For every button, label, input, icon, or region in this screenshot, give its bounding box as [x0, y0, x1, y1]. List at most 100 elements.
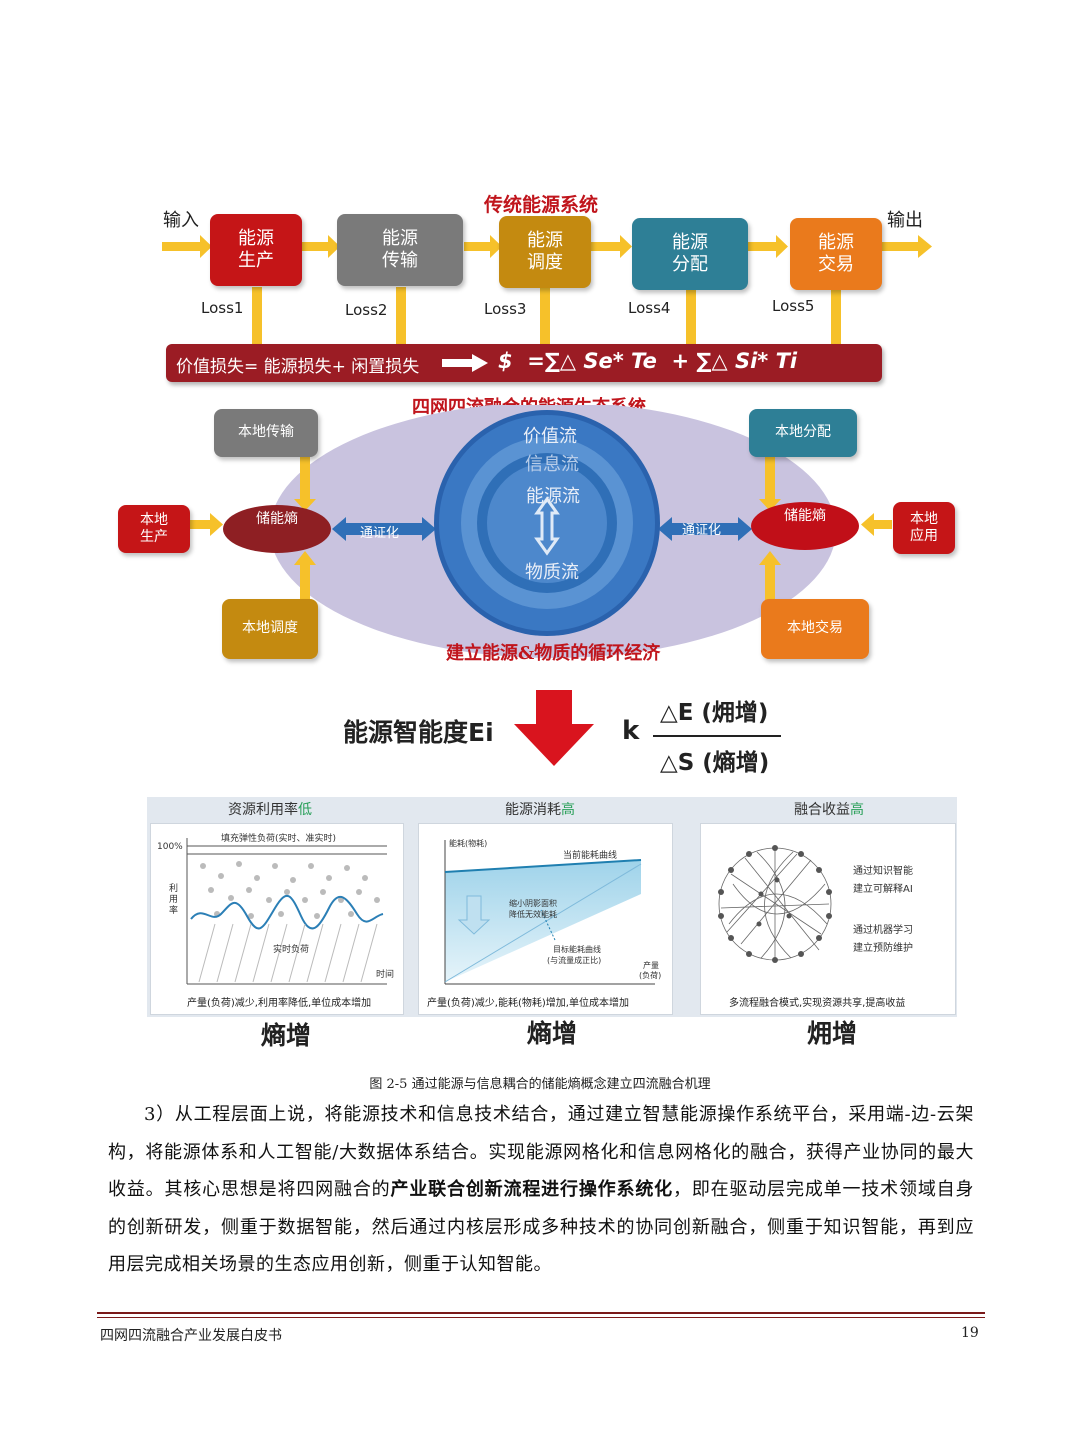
panel-1-footer: 产量(负荷)减少,利用率降低,单位成本增加 — [187, 998, 372, 1009]
elastic-load-label: 填充弹性负荷(实时、准实时) — [221, 834, 337, 844]
output-label: 输出 — [887, 210, 923, 231]
tokenize-right: 通证化 — [682, 523, 722, 538]
footer-rule-thin — [97, 1317, 985, 1318]
title-emphasis: 高 — [850, 802, 864, 818]
box-line-2: 交易 — [818, 254, 854, 275]
local-trade-box: 本地交易 — [761, 599, 869, 659]
title-main: 资源利用率 — [228, 802, 298, 818]
box-line-2: 调度 — [527, 252, 563, 273]
value-loss-formula: $ =∑△ Se* Te + ∑△ Si* Ti — [498, 349, 798, 373]
network-graphic — [718, 845, 832, 963]
utilization-axis-label: 利用率 — [169, 884, 179, 916]
fusion-panel: 通过知识智能 建立可解释AI 通过机器学习 建立预防维护 多流程融合模式,实现资… — [700, 823, 956, 1015]
utilization-chart — [186, 838, 387, 985]
box-line-1: 能源 — [527, 229, 563, 251]
ml-label-2: 建立预防维护 — [853, 943, 913, 954]
current-curve-label: 当前能耗曲线 — [563, 851, 618, 861]
value-loss-text: 价值损失= 能源损失+ 闲置损失 — [176, 357, 420, 377]
right-arrow-icon — [442, 354, 488, 372]
energy-dispatch-box: 能源调度 — [499, 216, 591, 288]
consumption-panel: 能耗(物耗) 当前能耗曲线 缩小阴影面积 降低无效能耗 目标能耗曲线 (与流量成… — [418, 823, 673, 1015]
loss-label-2: Loss2 — [345, 301, 388, 319]
loss-label-1: Loss1 — [201, 299, 244, 317]
body-paragraph: 3）从工程层面上说，将能源技术和信息技术结合，通过建立智慧能源操作系统平台，采用… — [108, 1096, 974, 1284]
box-label: 本地分配 — [775, 424, 831, 441]
footer-rule-thick — [97, 1312, 985, 1314]
loss-label-4: Loss4 — [628, 299, 671, 317]
panel-3-footer: 多流程融合模式,实现资源共享,提高收益 — [729, 998, 906, 1009]
value-flow-label: 价值流 — [523, 426, 577, 447]
storage-entropy-right: 储能熵 — [784, 508, 826, 524]
entropy-increase-label-1: 熵增 — [261, 1021, 312, 1050]
target-curve-label: 目标能耗曲线 — [553, 945, 601, 954]
panel-2-footer: 产量(负荷)减少,能耗(物耗)增加,单位成本增加 — [427, 998, 629, 1009]
realtime-load-label: 实时负荷 — [273, 945, 310, 955]
title-main: 能源消耗 — [505, 802, 561, 818]
box-line-2: 生产 — [238, 250, 274, 271]
panel-3-title: 融合收益高 — [794, 799, 864, 819]
input-label: 输入 — [163, 210, 199, 231]
panel-1-title: 资源利用率低 — [228, 799, 312, 819]
value-loss-bar: 价值损失= 能源损失+ 闲置损失 $ =∑△ Se* Te + ∑△ Si* T… — [166, 344, 882, 382]
down-arrow-icon — [514, 690, 594, 766]
load-axis-label: (负荷) — [639, 971, 662, 980]
title-emphasis: 低 — [298, 802, 312, 818]
page-number: 19 — [961, 1325, 979, 1341]
energy-flow-label: 能源流 — [526, 486, 580, 507]
knowledge-ai-label-1: 通过知识智能 — [853, 866, 913, 877]
energy-distribution-box: 能源分配 — [632, 218, 748, 290]
local-production-box: 本地生产 — [118, 505, 190, 553]
entropy-increase-label-2: 熵增 — [527, 1019, 578, 1048]
paragraph-emphasis: 产业联合创新流程进行操作系统化 — [390, 1179, 673, 1200]
energy-transmission-box: 能源传输 — [337, 214, 463, 286]
title-emphasis: 高 — [561, 802, 575, 818]
material-flow-label: 物质流 — [525, 562, 579, 583]
consumption-chart — [444, 840, 655, 985]
energy-trade-box: 能源交易 — [790, 218, 882, 290]
circular-economy-title: 建立能源&物质的循环经济 — [446, 643, 661, 664]
loss-label-3: Loss3 — [484, 300, 527, 318]
storage-entropy-left: 储能熵 — [256, 511, 298, 527]
reduce-waste-label: 降低无效能耗 — [509, 910, 557, 919]
box-line-2: 分配 — [672, 254, 708, 275]
local-dispatch-box: 本地调度 — [222, 599, 318, 659]
box-line-1: 能源 — [672, 231, 708, 253]
traditional-system-title: 传统能源系统 — [484, 194, 599, 216]
box-label: 本地应用 — [910, 510, 938, 545]
box-label: 本地生产 — [140, 511, 168, 546]
box-label: 本地交易 — [787, 620, 843, 637]
title-main: 融合收益 — [794, 802, 850, 818]
shrink-area-label: 缩小阴影面积 — [509, 899, 557, 908]
local-application-box: 本地应用 — [893, 502, 955, 554]
local-transmission-box: 本地传输 — [214, 409, 318, 457]
box-label: 本地传输 — [238, 424, 294, 441]
hundred-percent-label: 100% — [157, 842, 183, 852]
output-axis-label: 产量 — [643, 961, 659, 970]
ml-label-1: 通过机器学习 — [853, 925, 913, 936]
fraction-line — [653, 735, 781, 737]
formula-numerator: △E (㶲增) — [660, 700, 769, 726]
tokenize-left: 通证化 — [360, 526, 400, 541]
box-label: 本地调度 — [242, 620, 298, 637]
box-line-1: 能源 — [382, 227, 418, 249]
info-flow-label: 信息流 — [525, 454, 579, 475]
formula-denominator: △S (熵增) — [660, 750, 770, 776]
exergy-increase-label: 㶲增 — [807, 1019, 858, 1048]
ecosystem-graphic — [172, 405, 892, 658]
local-distribution-box: 本地分配 — [749, 409, 857, 457]
paragraph-text-1: 3）从工程层面上说，将能源技术和信息技术结合，通过建立智慧能源操作系统平台，采用… — [108, 1104, 974, 1200]
target-curve-note: (与流量成正比) — [547, 956, 602, 965]
knowledge-ai-label-2: 建立可解释AI — [853, 884, 913, 895]
time-axis-label: 时间 — [376, 970, 395, 980]
consumption-axis-label: 能耗(物耗) — [449, 839, 488, 848]
energy-production-box: 能源生产 — [210, 214, 302, 286]
box-line-1: 能源 — [818, 231, 854, 253]
paragraph-text-2: ，即在驱动层完成单一技术领域自身的创新研发，侧重于数据智能，然后通过内核层形成多… — [108, 1179, 974, 1275]
loss-label-5: Loss5 — [772, 297, 815, 315]
box-line-1: 能源 — [238, 227, 274, 249]
utilization-panel: 填充弹性负荷(实时、准实时) 100% 利用率 实时负荷 时间 产量(负荷)减少… — [150, 823, 404, 1015]
box-line-2: 传输 — [382, 250, 418, 271]
footer-title: 四网四流融合产业发展白皮书 — [100, 1328, 282, 1344]
figure-caption: 图 2-5 通过能源与信息耦合的储能熵概念建立四流融合机理 — [369, 1077, 711, 1092]
energy-intelligence-label: 能源智能度Ei — [343, 718, 494, 747]
